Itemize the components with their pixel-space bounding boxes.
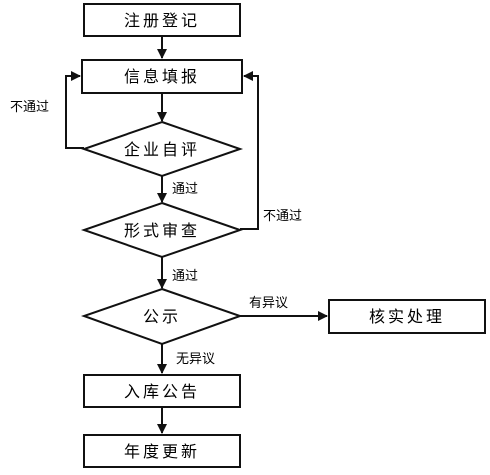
node-storage-label: 入库公告 bbox=[124, 382, 200, 401]
edge-label-no-objection: 无异议 bbox=[176, 352, 215, 367]
node-fill-info: 信息填报 bbox=[81, 59, 243, 94]
arrow-review-fail-loop bbox=[240, 71, 259, 230]
edge-label-self-eval-pass: 通过 bbox=[172, 182, 198, 197]
decision-self-eval: 企业自评 bbox=[80, 120, 244, 178]
arrow-self-eval-fail-loop bbox=[65, 71, 84, 149]
decision-formal-review: 形式审查 bbox=[80, 201, 244, 259]
node-register-label: 注册登记 bbox=[124, 11, 200, 30]
node-storage: 入库公告 bbox=[83, 374, 241, 408]
edge-label-review-pass: 通过 bbox=[172, 269, 198, 284]
node-fill-info-label: 信息填报 bbox=[124, 67, 200, 86]
node-verify-label: 核实处理 bbox=[369, 307, 445, 326]
decision-publicity-label: 公示 bbox=[143, 307, 181, 326]
node-register: 注册登记 bbox=[83, 3, 241, 37]
node-verify: 核实处理 bbox=[328, 299, 486, 334]
edge-label-review-fail: 不通过 bbox=[263, 209, 302, 224]
decision-self-eval-label: 企业自评 bbox=[124, 140, 200, 159]
decision-publicity: 公示 bbox=[80, 287, 244, 346]
edge-label-self-eval-fail: 不通过 bbox=[10, 100, 49, 115]
node-annual-update: 年度更新 bbox=[83, 434, 241, 468]
edge-label-objection: 有异议 bbox=[249, 296, 288, 311]
decision-formal-review-label: 形式审查 bbox=[124, 221, 200, 240]
node-annual-update-label: 年度更新 bbox=[124, 442, 200, 461]
